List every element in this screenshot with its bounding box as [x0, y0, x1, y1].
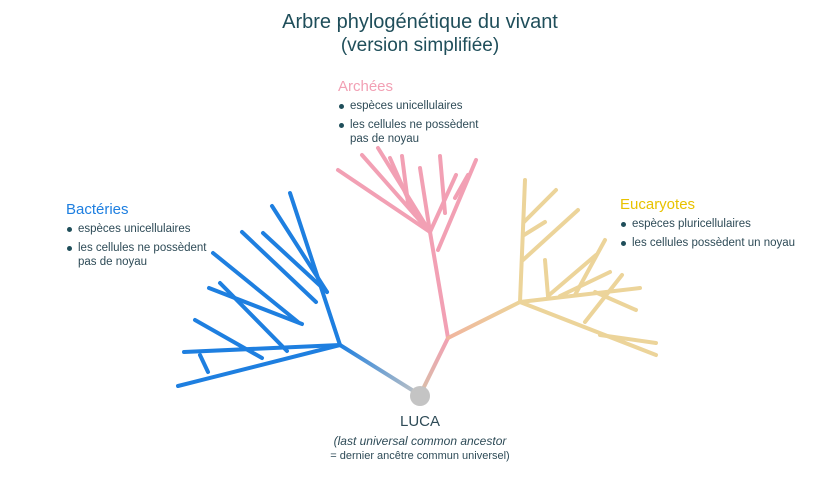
luca-translation: = dernier ancêtre commun universel) — [330, 450, 510, 462]
archaea-branch — [336, 146, 478, 397]
bacteria-fact: les cellules ne possèdent pas de noyau — [66, 241, 266, 269]
bacteria-group: Bactéries espèces unicellulaires les cel… — [66, 201, 266, 274]
archaea-name: Archées — [338, 78, 394, 95]
bacteria-fact: espèces unicellulaires — [66, 222, 266, 236]
eukaryota-branch — [446, 178, 658, 357]
bacteria-name: Bactéries — [66, 201, 129, 218]
archaea-fact: espèces unicellulaires — [338, 99, 538, 113]
diagram-subtitle: (version simplifiée) — [340, 35, 500, 56]
luca-node — [410, 386, 430, 406]
eukaryota-group: Eucaryotes espèces pluricellulaires les … — [620, 196, 830, 255]
luca-name: LUCA — [399, 413, 440, 430]
archaea-group: Archées espèces unicellulaires les cellu… — [338, 78, 538, 151]
eukaryota-fact: espèces pluricellulaires — [620, 217, 830, 231]
luca-full-name: (last universal common ancestor — [333, 434, 507, 448]
eukaryota-name: Eucaryotes — [620, 196, 696, 213]
eukaryota-fact: les cellules possèdent un noyau — [620, 236, 830, 250]
archaea-fact: les cellules ne possèdent pas de noyau — [338, 118, 538, 146]
bacteria-branch — [176, 191, 422, 397]
diagram-title: Arbre phylogénétique du vivant — [282, 11, 558, 33]
